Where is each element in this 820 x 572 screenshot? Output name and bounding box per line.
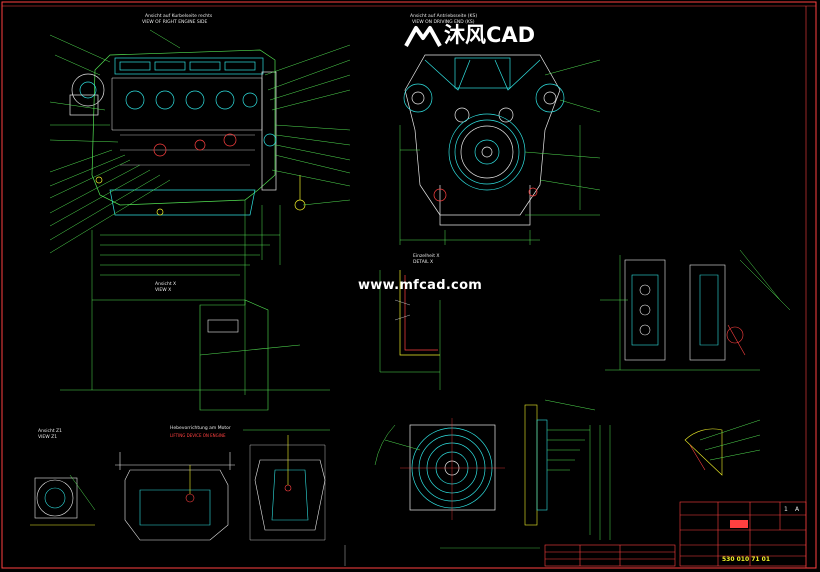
sheet-number: 1 [784, 506, 788, 513]
view-z1-heading: Ansicht Z1 [38, 429, 62, 434]
front-view-subheading: VIEW ON DRIVING END (KS) [412, 20, 475, 25]
detail-x-heading: Einzelheit X [413, 254, 440, 259]
title-block [344, 501, 807, 567]
brand-m-icon [404, 26, 442, 47]
view-z1 [30, 474, 96, 526]
engine-front-view [403, 54, 565, 226]
side-view-dimensions [60, 200, 330, 395]
brand-name: 沐风CAD [444, 23, 536, 47]
flywheel-flange-view [374, 418, 505, 520]
right-view-heading: Ansicht auf Kurbelseite rechts [145, 14, 213, 19]
lifting-device-heading: Hebevorrichtung am Motor [170, 426, 231, 431]
brand-logo: 沐风CAD [404, 22, 574, 50]
view-x-heading: Ansicht X [155, 282, 177, 287]
view-x-subheading: VIEW X [155, 288, 172, 293]
lifting-device-view [115, 429, 330, 541]
revision-letter: A [795, 506, 800, 513]
drawing-number: 530 010 71 01 [722, 556, 771, 563]
detail-x-subheading: DETAIL X [413, 260, 434, 265]
flange-side-section [524, 399, 611, 540]
view-y-housing [600, 249, 791, 371]
sector-view [684, 419, 761, 476]
engine-side-view [69, 49, 306, 216]
right-view-subheading: VIEW OF RIGHT ENGINE SIDE [142, 20, 208, 25]
view-x-outline [199, 299, 301, 411]
front-view-leaders [399, 59, 601, 245]
detail-x [379, 270, 441, 390]
site-url-watermark: www.mfcad.com [358, 278, 483, 293]
front-view-heading: Ansicht auf Antriebsseite (KS) [410, 14, 478, 19]
view-z1-subheading: VIEW Z1 [38, 435, 58, 440]
lifting-device-subheading: LIFTING DEVICE ON ENGINE [170, 433, 226, 438]
side-view-leaders [49, 29, 351, 254]
